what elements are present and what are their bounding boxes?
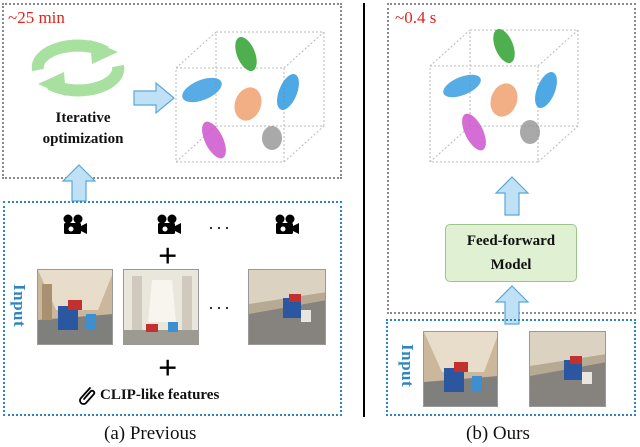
gaussian-gray (262, 126, 282, 150)
gaussian-orange (234, 87, 262, 121)
previous-scene-panel (2, 3, 342, 179)
camera-icon (63, 214, 87, 234)
arrow-up-icon (494, 176, 530, 216)
model-label-line2: Model (490, 257, 532, 273)
input-photo-2 (123, 269, 199, 345)
gaussian-green (235, 36, 257, 72)
arrow-up-icon (61, 164, 97, 202)
paperclip-icon (79, 387, 96, 405)
input-photo-1 (37, 269, 113, 345)
input-photo-3 (248, 269, 326, 345)
plus-sign-top: + (158, 238, 178, 275)
process-label-line1: Iterative (55, 110, 111, 126)
previous-caption: (a) Previous (104, 423, 197, 444)
model-label-line1: Feed-forward (466, 233, 556, 249)
ours-caption: (b) Ours (466, 423, 530, 444)
previous-input-panel (3, 201, 342, 416)
refresh-cycle-icon (31, 39, 125, 97)
gaussian-magenta (462, 113, 486, 151)
feature-label: CLIP-like features (100, 387, 220, 403)
previous-time-label: ~25 min (8, 8, 65, 27)
process-label-line2: optimization (42, 131, 124, 147)
input-photo-b2 (529, 331, 606, 407)
gaussian-blue-right (277, 74, 299, 110)
arrow-right-icon (133, 82, 175, 114)
gaussian-magenta (202, 121, 226, 159)
gaussian-cube-previous (175, 31, 325, 163)
gaussian-gray (520, 120, 540, 144)
feed-forward-model-box: Feed-forward Model (445, 224, 577, 282)
panel-divider (363, 3, 365, 417)
arrow-up-icon (494, 285, 530, 325)
plus-sign-bottom: + (158, 350, 178, 387)
process-label: Iterative optimization (18, 108, 148, 150)
camera-icon (275, 214, 299, 234)
gaussian-cube-ours (429, 28, 579, 163)
camera-ellipsis: ··· (208, 218, 232, 238)
photo-ellipsis: ··· (208, 298, 232, 318)
gaussian-blue-left (443, 74, 481, 98)
gaussian-blue-left (182, 77, 222, 103)
ours-input-label: Input (398, 344, 417, 388)
ours-input-panel (386, 319, 636, 416)
gaussian-orange (490, 83, 518, 117)
camera-icon (157, 214, 181, 234)
input-photo-b1 (423, 331, 498, 407)
gaussian-blue-right (535, 72, 557, 108)
gaussian-green (493, 28, 515, 64)
ours-time-label: ~0.4 s (395, 8, 437, 27)
previous-input-label: Input (10, 284, 29, 328)
